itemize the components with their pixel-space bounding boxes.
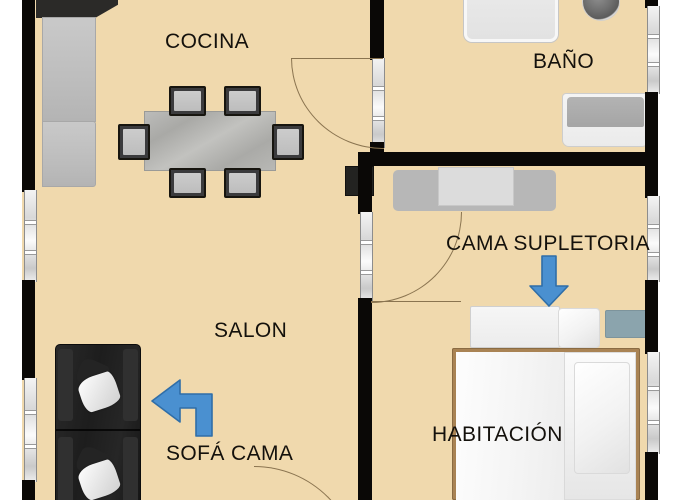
wall-exterior-right-mid	[645, 92, 658, 198]
vanity-sink	[563, 94, 648, 146]
bathtub	[464, 0, 558, 42]
down-arrow	[529, 255, 569, 307]
wall-exterior-left-top	[22, 0, 35, 192]
left-arrow	[151, 379, 213, 437]
window-left-upper	[24, 190, 37, 282]
wall-bedroom-left-lower	[358, 298, 372, 500]
window-mullion	[648, 252, 659, 257]
window-right-bedroom-lower	[647, 352, 660, 454]
window-mullion	[25, 250, 36, 255]
chair-seat	[174, 91, 201, 111]
door-leaf-bathroom	[291, 58, 383, 59]
bed-pillow-side	[574, 362, 630, 474]
sofa-arm	[123, 349, 138, 421]
room-label-bano: BAÑO	[533, 50, 595, 73]
daybed-seat	[438, 167, 514, 206]
dining-chair	[224, 86, 261, 116]
sofa-arm	[58, 349, 73, 421]
sofa-arm	[123, 437, 138, 500]
room-label-habitacion: HABITACIÓN	[432, 423, 563, 446]
chair-seat	[174, 173, 201, 193]
window-mullion	[648, 62, 659, 67]
wall-exterior-right-top	[645, 0, 658, 8]
window-mullion	[648, 34, 659, 39]
kitchen-counter-upper	[42, 17, 96, 122]
wall-bath-left	[370, 0, 384, 60]
wall-exterior-left-bottom	[22, 480, 35, 500]
dining-chair	[272, 124, 304, 160]
dining-chair	[224, 168, 261, 198]
window-mullion	[25, 444, 36, 449]
annotation-label-cama-supletoria: CAMA SUPLETORIA	[446, 232, 651, 255]
chair-seat	[229, 173, 256, 193]
wall-exterior-right-mid2	[645, 280, 658, 354]
dining-chair	[118, 124, 150, 160]
room-label-salon: SALON	[214, 319, 288, 342]
wall-bedroom-top	[358, 152, 657, 166]
dining-chair	[169, 168, 206, 198]
wall-exterior-left-mid	[22, 280, 35, 380]
window-mullion	[361, 270, 372, 275]
window-mullion	[25, 220, 36, 225]
window-mullion	[25, 410, 36, 415]
dining-table	[144, 111, 276, 171]
window-right-bedroom-upper	[647, 196, 660, 282]
door-leaf-bedroom	[371, 301, 461, 302]
double-bed	[452, 348, 640, 500]
duvet	[456, 352, 565, 500]
wall-bedroom-left-upper	[358, 152, 372, 214]
annotation-label-sofa-cama: SOFÁ CAMA	[166, 442, 294, 465]
chair-seat	[229, 91, 256, 111]
window-mullion	[648, 420, 659, 425]
wall-exterior-right-bottom	[645, 452, 658, 500]
sofa-arm	[58, 437, 73, 500]
bed-headboard	[470, 306, 560, 348]
nightstand	[605, 310, 649, 338]
daybed	[393, 167, 556, 211]
sofa	[55, 344, 141, 500]
chair-seat	[123, 129, 145, 155]
window-mullion	[648, 224, 659, 229]
kitchen-corner-cabinet	[36, 0, 118, 18]
window-left-lower	[24, 378, 37, 482]
window-right-bath	[647, 6, 660, 94]
dining-chair	[169, 86, 206, 116]
kitchen-counter-lower	[42, 121, 96, 187]
chair-seat	[277, 129, 299, 155]
room-label-cocina: COCINA	[165, 30, 250, 53]
vanity-basin	[567, 97, 644, 127]
bed-pillow-top	[558, 308, 600, 348]
round-basin	[583, 0, 619, 20]
window-mullion	[361, 240, 372, 245]
sofa-seam	[56, 429, 140, 431]
window-mullion	[648, 386, 659, 391]
